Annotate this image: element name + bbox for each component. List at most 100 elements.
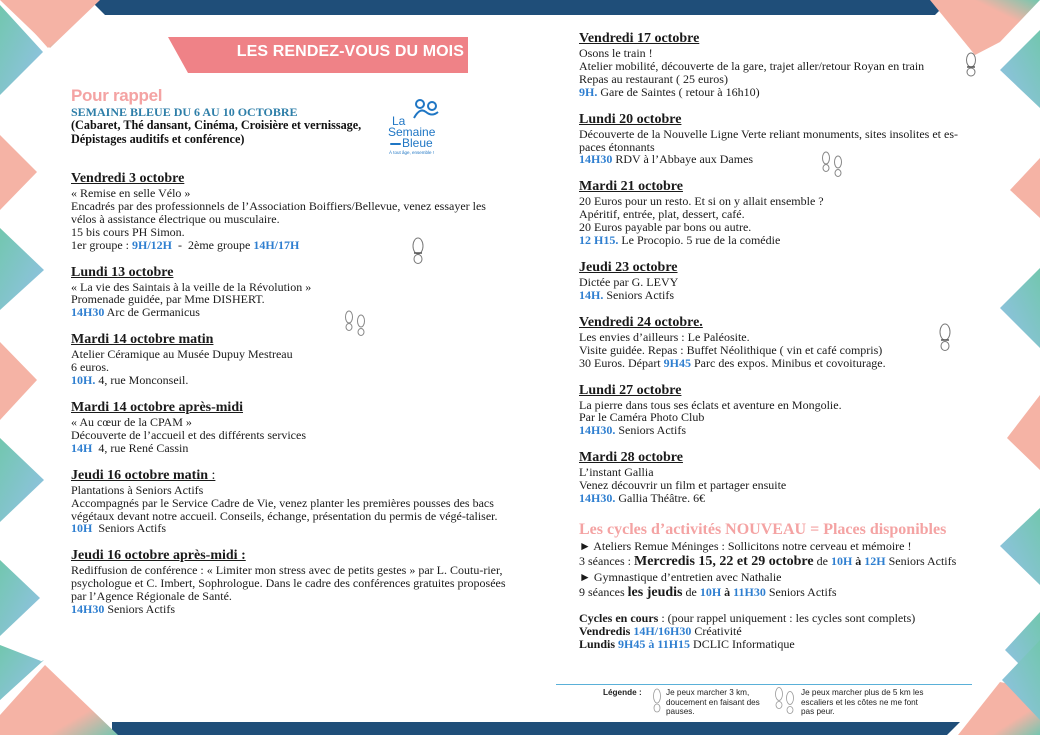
event-date: Mardi 21 octobre xyxy=(579,179,683,195)
footprint-pair-icon xyxy=(822,151,842,177)
side-triangle xyxy=(0,135,37,210)
side-triangle xyxy=(1005,612,1040,685)
event-item: Vendredi 17 octobre Osons le train ! Ate… xyxy=(579,31,979,99)
footprint-single-icon xyxy=(939,323,951,351)
corner-triangle xyxy=(5,0,95,48)
event-date-wrap: Jeudi 16 octobre matin : xyxy=(71,468,511,484)
event-date: Lundi 20 octobre xyxy=(579,111,682,127)
event-place: 4, rue Monconseil. xyxy=(95,373,189,388)
event-item: Vendredi 24 octobre. Les envies d’ailleu… xyxy=(579,315,979,370)
event-line: La pierre dans tous ses éclats et aventu… xyxy=(579,397,842,412)
cycle-text: 3 séances : xyxy=(579,554,634,569)
event-time: 10H xyxy=(830,554,853,569)
cycle-text: : (pour rappel uniquement : les cycles s… xyxy=(658,610,916,625)
event-line: Apéritif, entrée, plat, dessert, café. xyxy=(579,207,745,222)
side-triangle xyxy=(0,560,40,636)
event-place: 4, rue René Cassin xyxy=(92,440,189,455)
side-triangle xyxy=(1000,268,1040,348)
event-date: Mardi 14 octobre après-midi xyxy=(71,399,243,415)
bottom-navy-bar xyxy=(112,722,960,735)
event-time: 9H. xyxy=(579,84,598,99)
event-place: Seniors Actifs xyxy=(615,423,687,438)
event-line: L’instant Gallia xyxy=(579,465,654,480)
cycle-text: à xyxy=(721,585,734,600)
event-schedule: 14H30 Arc de Germanicus xyxy=(71,306,511,319)
group-label: 1er groupe : xyxy=(71,237,132,252)
event-line: 30 Euros. Départ xyxy=(579,355,664,370)
top-navy-bar xyxy=(90,0,950,15)
footprint-pair-icon xyxy=(345,310,365,336)
footprint-pair-icon xyxy=(775,687,794,714)
event-date: Lundi 13 octobre xyxy=(71,264,174,280)
event-line: Visite guidée. Repas : Buffet Néolithiqu… xyxy=(579,342,883,357)
event-time: 14H30. xyxy=(579,491,616,506)
event-time: 14H30. xyxy=(579,423,616,438)
cycle-item: ► Gymnastique d’entretien avec Nathalie xyxy=(579,570,979,586)
event-item: Lundi 20 octobre Découverte de la Nouvel… xyxy=(579,112,979,167)
logo-dash xyxy=(390,143,401,145)
logo-line: Bleue xyxy=(402,136,433,150)
event-time: 10H xyxy=(71,521,93,536)
event-item: Mardi 14 octobre matin Atelier Céramique… xyxy=(71,332,511,387)
banner-title: LES RENDEZ-VOUS DU MOIS xyxy=(236,43,464,60)
side-triangle xyxy=(0,438,44,522)
cycle-text: DCLIC Informatique xyxy=(690,636,795,651)
event-item: Jeudi 16 octobre matin : Plantations à S… xyxy=(71,468,511,536)
event-line: Osons le train ! xyxy=(579,46,653,60)
event-line: Par le Caméra Photo Club xyxy=(579,410,705,425)
cycle-current: Vendredis 14H/16H30 Créativité xyxy=(579,623,979,638)
event-time: 9H45 xyxy=(663,355,691,370)
event-time: 14H30 xyxy=(71,602,105,617)
event-line: 15 bis cours PH Simon. xyxy=(71,224,185,239)
event-date: Mardi 14 octobre matin xyxy=(71,332,214,348)
event-schedule: 14H30 RDV à l’Abbaye aux Dames xyxy=(579,153,979,166)
event-time: 14H30 xyxy=(71,305,105,320)
event-date: Vendredi 17 octobre xyxy=(579,31,700,46)
event-time: 10H. xyxy=(71,373,96,388)
corner-triangle xyxy=(1000,30,1040,108)
event-time: 14H30 xyxy=(579,152,613,167)
event-line: « Au cœur de la CPAM » xyxy=(71,414,192,429)
event-item: Mardi 28 octobre L’instant Gallia Venez … xyxy=(579,450,979,505)
logo-line: La xyxy=(392,114,406,128)
event-item: Jeudi 23 octobre Dictée par G. LEVY 14H.… xyxy=(579,260,979,302)
event-place: Seniors Actifs xyxy=(885,554,957,569)
event-schedule: 12 H15. Le Procopio. 5 rue de la comédie xyxy=(579,234,979,247)
legend-level-2: Je peux marcher plus de 5 km les escalie… xyxy=(801,688,924,717)
event-date-suffix: : xyxy=(208,467,216,483)
event-time: 12H xyxy=(864,554,886,569)
event-line: 6 euros. xyxy=(71,360,109,375)
cycle-text: à xyxy=(852,554,865,569)
event-date: Jeudi 16 octobre matin xyxy=(71,467,209,483)
cycle-text: de xyxy=(813,554,831,569)
event-time: 14H xyxy=(71,440,93,455)
corner-triangle xyxy=(0,645,41,700)
footprint-single-icon xyxy=(966,52,976,77)
cycle-label: Gymnastique d’entretien avec Nathalie xyxy=(590,569,782,584)
event-line: 20 Euros pour un resto. Et si on y allai… xyxy=(579,194,824,209)
cycle-text: Créativité xyxy=(691,623,742,638)
side-triangle xyxy=(0,228,44,310)
people-icon xyxy=(413,99,439,119)
title-banner: LES RENDEZ-VOUS DU MOIS xyxy=(168,37,486,73)
cycle-label: Ateliers Remue Méninges : Sollicitons no… xyxy=(590,538,912,553)
event-place: RDV à l’Abbaye aux Dames xyxy=(612,152,754,167)
side-triangle xyxy=(1010,158,1040,218)
event-line: Accompagnés par le Service Cadre de Vie,… xyxy=(71,495,498,523)
event-place: Seniors Actifs xyxy=(603,287,675,302)
cycle-days: Lundis xyxy=(579,636,616,651)
cycle-text: de xyxy=(682,585,700,600)
logo-tagline: À tout âge, ensemble ! xyxy=(389,150,435,155)
corner-triangle xyxy=(0,665,118,735)
footprint-single-icon xyxy=(412,237,424,264)
event-line: Dictée par G. LEVY xyxy=(579,274,679,289)
event-place: Parc des expos. Minibus et covoiturage. xyxy=(691,355,886,370)
event-line: « La vie des Saintais à la veille de la … xyxy=(71,279,312,294)
cycles-title: Les cycles d’activités NOUVEAU = Places … xyxy=(579,520,947,538)
event-line: 20 Euros payable par bons ou autre. xyxy=(579,220,752,235)
event-place: Seniors Actifs xyxy=(92,521,167,536)
event-time: 14H. xyxy=(579,287,604,302)
cycle-days: Vendredis xyxy=(579,623,631,638)
event-line: Découverte de l’accueil et des différent… xyxy=(71,427,306,442)
event-schedule: 10H. 4, rue Monconseil. xyxy=(71,374,511,387)
